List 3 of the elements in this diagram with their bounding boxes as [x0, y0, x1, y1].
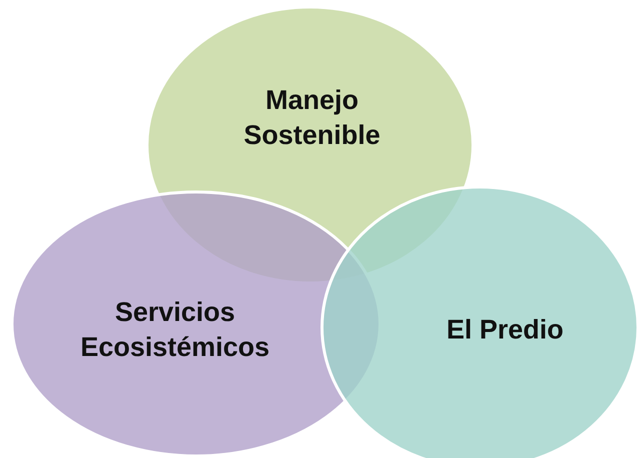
venn-label: Manejo Sostenible — [242, 84, 382, 152]
venn-label: El Predio — [445, 313, 565, 346]
venn-label: Servicios Ecosistémicos — [79, 296, 271, 364]
